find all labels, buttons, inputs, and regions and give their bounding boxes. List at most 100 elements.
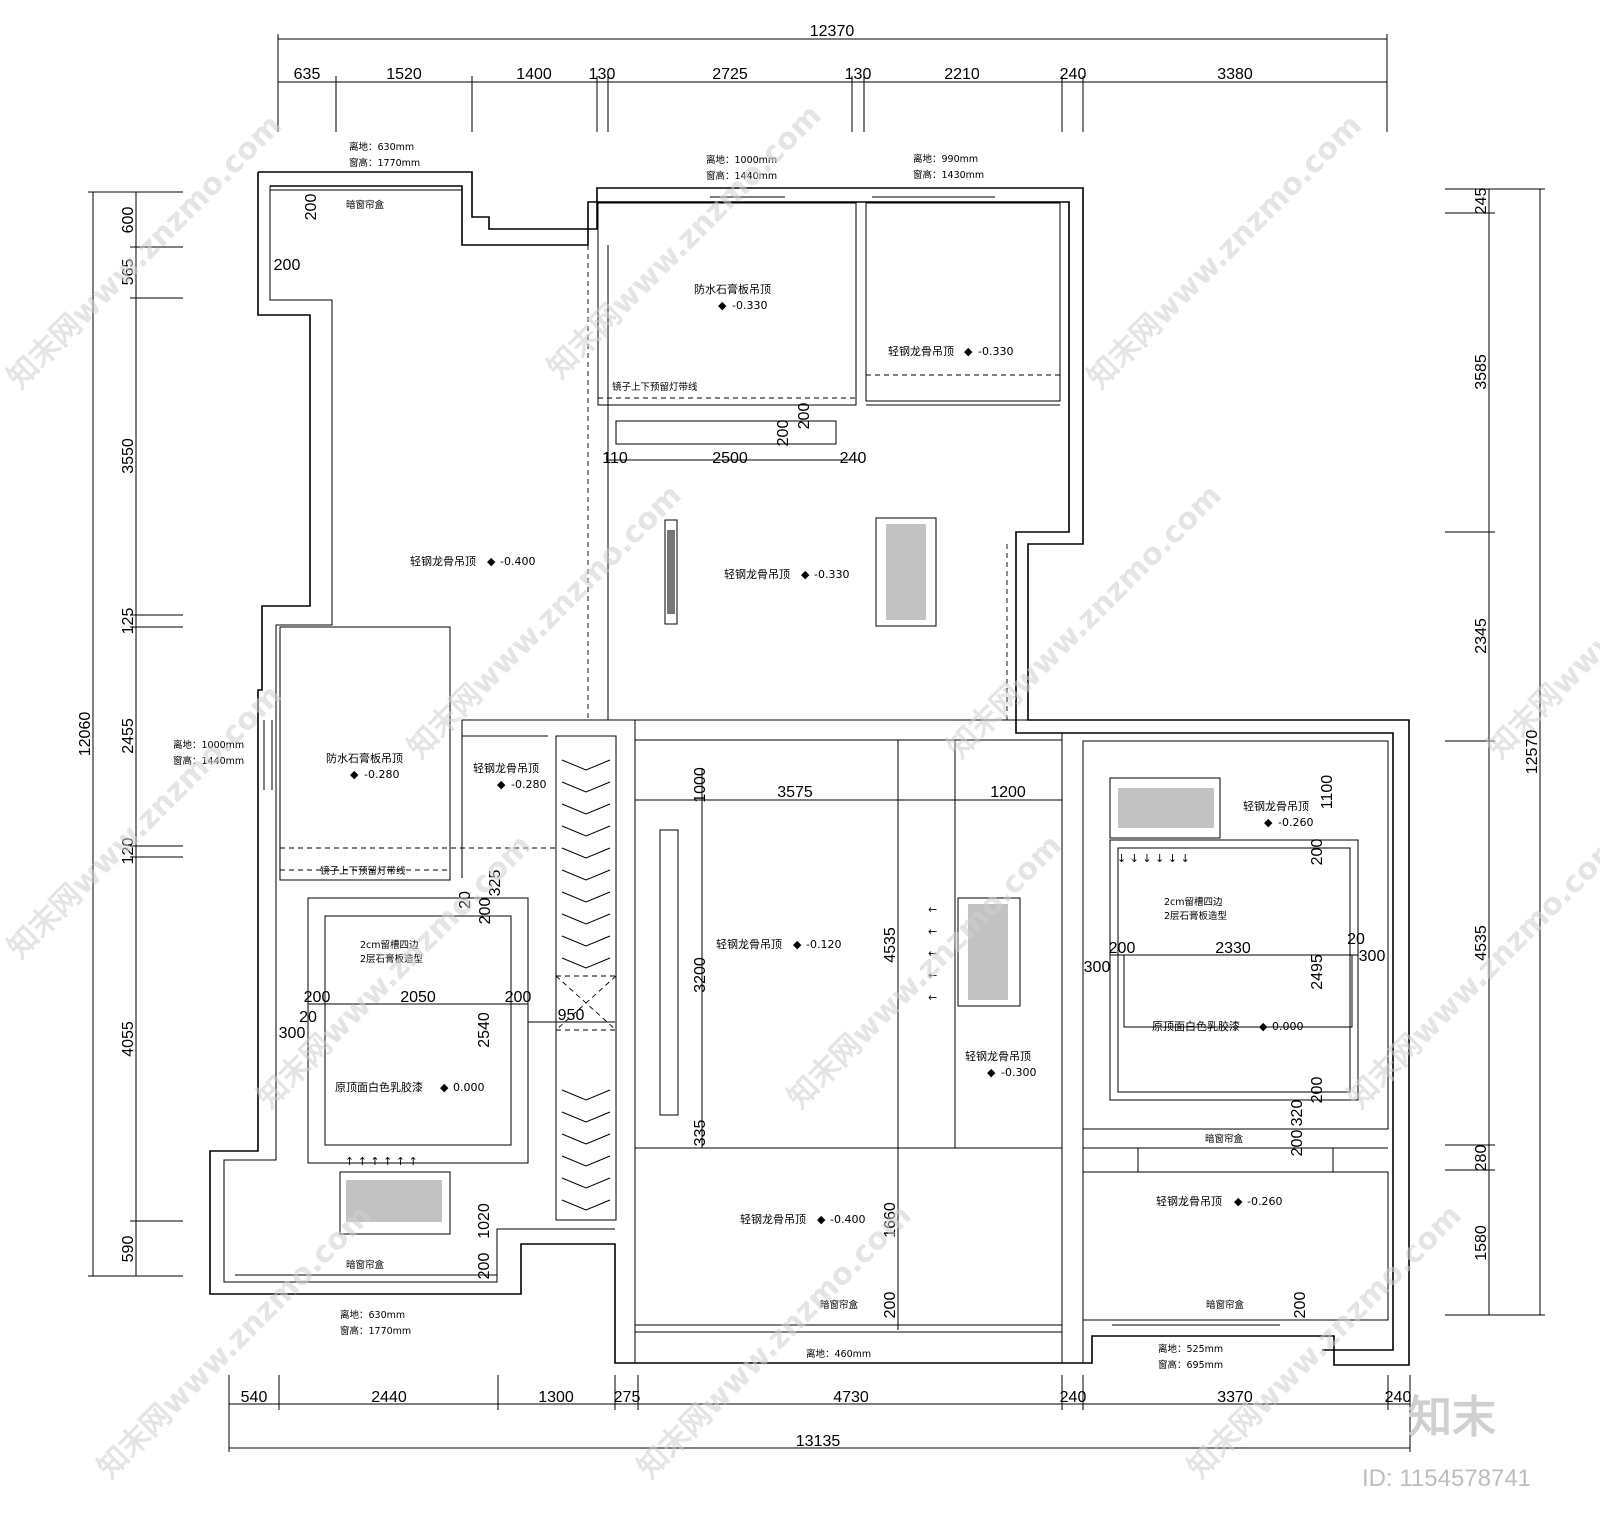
bath1-ceiling-label: 防水石膏板吊顶 (694, 282, 771, 296)
bath2-level: -0.280 (364, 768, 399, 781)
living-level-marker: ◆ (793, 938, 802, 951)
br2-level-marker: ◆ (1259, 1020, 1268, 1033)
right-dim-1: 245 (1473, 188, 1490, 215)
top-dim-1: 635 (294, 66, 321, 83)
linear-vent-1 (664, 519, 678, 625)
dim-300-b: 300 (1084, 959, 1111, 976)
watermark-site-1: 知末网www.znzmo.com (1, 108, 289, 396)
curtain-box-br2: 暗窗帘盒 (1206, 1299, 1245, 1311)
window-note-bl-1: 离地：630mm (340, 1309, 405, 1321)
svg-text:←: ← (928, 925, 937, 938)
br1-note-1: 2cm留槽四边 (360, 939, 419, 951)
br2-level: 0.000 (1272, 1020, 1304, 1033)
room-br-level-marker: ◆ (1234, 1195, 1243, 1208)
br2-top-ceiling-label: 轻钢龙骨吊顶 (1243, 799, 1309, 813)
dim-200-e: 200 (882, 1292, 899, 1319)
svg-text:←: ← (928, 969, 937, 982)
right-dim-6: 1580 (1473, 1225, 1490, 1261)
inner-dimensions: 200 200 110 2500 240 200 200 1000 3575 1… (274, 194, 1386, 1319)
linear-light-slot (659, 829, 679, 1116)
dim-950: 950 (558, 1007, 585, 1024)
room-br-level: -0.260 (1247, 1195, 1282, 1208)
window-note-bc-1: 离地：460mm (806, 1348, 871, 1360)
mid-ceiling-label: 轻钢龙骨吊顶 (965, 1049, 1031, 1063)
window-note-tr-2: 窗高：1430mm (913, 169, 984, 181)
outer-wall-outline (209, 171, 1410, 1366)
window-note-l-2: 窗高：1440mm (173, 755, 244, 767)
curtain-box-tl: 暗窗帘盒 (346, 199, 385, 211)
dim-200-i: 200 (476, 1253, 493, 1280)
br1-ceiling-label: 原顶面白色乳胶漆 (335, 1080, 423, 1094)
top-dim-6: 130 (845, 66, 872, 83)
bath1-level: -0.330 (732, 299, 767, 312)
dim-2495: 2495 (1309, 954, 1326, 990)
dim-2050: 2050 (400, 989, 436, 1006)
left-room-ceiling-label: 轻钢龙骨吊顶 (410, 554, 476, 568)
dim-3575: 3575 (777, 784, 813, 801)
window-openings (235, 189, 1280, 1333)
dim-200-k: 200 (1109, 940, 1136, 957)
ac-unit-center (875, 517, 937, 627)
br1-note-2: 2层石膏板造型 (360, 953, 424, 965)
window-note-l-1: 离地：1000mm (173, 739, 244, 751)
right-dimension-chain: 12570 245 3585 2345 4535 280 1580 (1445, 188, 1545, 1316)
right-dim-2: 3585 (1473, 354, 1490, 390)
svg-text:←: ← (928, 947, 937, 960)
svg-text:←: ← (928, 903, 937, 916)
left-room-level-marker: ◆ (487, 555, 496, 568)
mid-level: -0.300 (1001, 1066, 1036, 1079)
watermark-id: ID: 1154578741 (1362, 1465, 1531, 1492)
bath2-ceiling-label: 防水石膏板吊顶 (326, 751, 403, 765)
top-dim-7: 2210 (944, 66, 980, 83)
corridor-level-marker: ◆ (497, 778, 506, 791)
watermark-brand: 知末 (1408, 1392, 1496, 1443)
right-dim-5: 280 (1473, 1145, 1490, 1172)
svg-text:↓ ↓ ↓ ↓ ↓ ↓: ↓ ↓ ↓ ↓ ↓ ↓ (1117, 852, 1190, 865)
left-dim-5: 2455 (120, 718, 137, 754)
mid-level-marker: ◆ (987, 1066, 996, 1079)
dim-335: 335 (692, 1120, 709, 1147)
br1-level-marker: ◆ (440, 1081, 449, 1094)
window-note-bl-2: 窗高：1770mm (340, 1325, 411, 1337)
bottom-dim-1: 540 (241, 1389, 268, 1406)
inner-wall-outline (270, 185, 1394, 1351)
br2-top-level: -0.260 (1278, 816, 1313, 829)
dim-4535-inner: 4535 (882, 927, 899, 963)
dim-3200: 3200 (692, 957, 709, 993)
living-level: -0.120 (806, 938, 841, 951)
dim-1200: 1200 (990, 784, 1026, 801)
room-tr-level: -0.330 (978, 345, 1013, 358)
room-br-ceiling-label: 轻钢龙骨吊顶 (1156, 1194, 1222, 1208)
top-dim-8: 240 (1060, 66, 1087, 83)
br2-top-level-marker: ◆ (1264, 816, 1273, 829)
dining-level: -0.400 (830, 1213, 865, 1226)
airflow-arrows: ↑ ↑ ↑ ↑ ↑ ↑ ↓ ↓ ↓ ↓ ↓ ↓ ← ← ← ← ← (345, 852, 1190, 1168)
dim-200-m: 200 (1289, 1130, 1306, 1157)
dim-20-a: 20 (457, 891, 474, 909)
watermark-site-6: 知末网www.znzmo.com (941, 478, 1229, 766)
interior-partitions (279, 202, 1389, 1363)
svg-text:←: ← (928, 991, 937, 1004)
dim-20-c: 20 (1347, 931, 1365, 948)
window-note-tl-1: 离地：630mm (349, 141, 414, 153)
dim-300-c: 300 (1359, 948, 1386, 965)
bottom-dim-5: 4730 (833, 1389, 869, 1406)
dim-325: 325 (487, 870, 504, 897)
watermark-site-10: 知末网www.znzmo.com (1341, 828, 1600, 1116)
ceiling-dashed-lines (280, 245, 1060, 1031)
top-total-dim: 12370 (810, 23, 855, 40)
window-notes: 离地：630mm 窗高：1770mm 离地：1000mm 窗高：1440mm 离… (173, 141, 1223, 1371)
top-dim-4: 130 (589, 66, 616, 83)
center-room-ceiling-label: 轻钢龙骨吊顶 (724, 567, 790, 581)
dim-200-l: 200 (1309, 1077, 1326, 1104)
wardrobe-hangers (561, 759, 611, 1211)
watermark-site-12: 知末网www.znzmo.com (631, 1198, 919, 1486)
dim-200-b: 200 (274, 257, 301, 274)
ac-unit-br (1109, 777, 1221, 839)
window-note-tc-1: 离地：1000mm (706, 154, 777, 166)
left-dimension-chain: 12060 600 565 3550 125 2455 120 4055 590 (77, 191, 183, 1277)
dim-200-j: 200 (1309, 839, 1326, 866)
curtain-box-bc: 暗窗帘盒 (820, 1299, 859, 1311)
dim-300-a: 300 (279, 1025, 306, 1042)
bath2-note: 镜子上下预留灯带线 (320, 865, 406, 877)
